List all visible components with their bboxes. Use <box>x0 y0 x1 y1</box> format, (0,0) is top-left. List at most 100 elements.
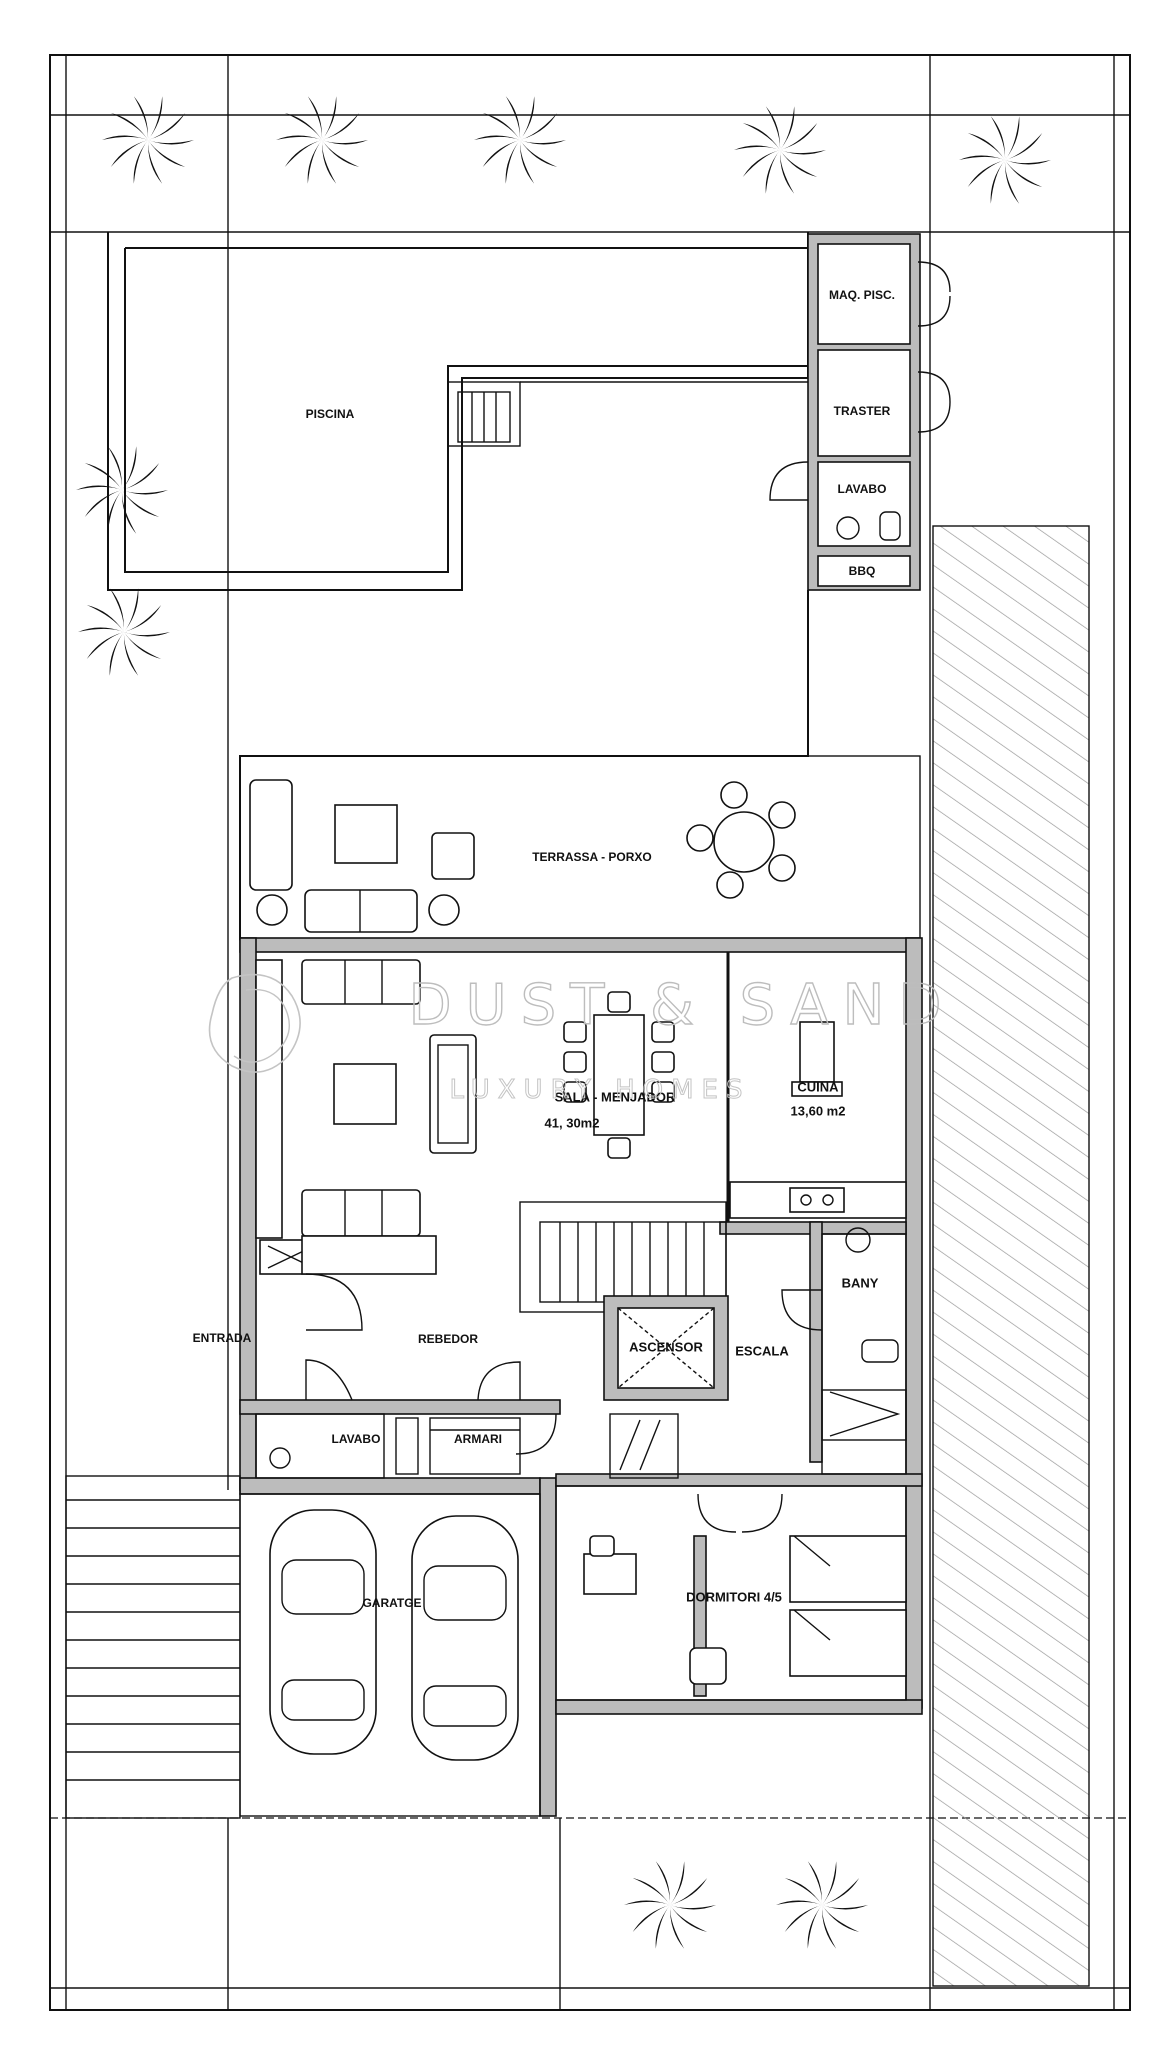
palm-frond <box>822 1878 860 1905</box>
palm-frond <box>765 150 780 194</box>
cuina-area: 13,60 m2 <box>791 1103 846 1118</box>
palm-frond <box>519 140 535 184</box>
palm-frond <box>147 140 163 184</box>
palm-frond <box>133 140 148 184</box>
palm-frond <box>822 1861 837 1905</box>
palm-frond <box>520 113 558 140</box>
palm-frond <box>655 1861 671 1905</box>
armari-label: ARMARI <box>454 1432 502 1446</box>
sala-area: 41, 30m2 <box>545 1115 600 1130</box>
palm-frond <box>78 627 124 632</box>
palm-frond <box>734 145 780 150</box>
palm-frond <box>765 106 781 150</box>
palm-frond <box>133 96 149 140</box>
garatge-label: GARATGE <box>362 1596 421 1610</box>
living-dining <box>301 952 730 1275</box>
palm-frond <box>284 140 322 167</box>
palm-frond <box>122 490 168 495</box>
palm-frond <box>110 140 148 167</box>
palm-frond <box>776 1900 822 1905</box>
palm-tree-icon <box>474 96 566 184</box>
palm-frond <box>990 160 1005 204</box>
palm-frond <box>1005 133 1043 160</box>
palm-tree-icon <box>624 1861 716 1949</box>
palm-frond <box>669 1905 685 1949</box>
stairs <box>519 1201 727 1313</box>
palm-frond <box>520 96 535 140</box>
ascensor-label: ASCENSOR <box>629 1339 703 1354</box>
car-icon <box>269 1509 377 1755</box>
rebedor-label: REBEDOR <box>418 1332 478 1346</box>
palm-frond <box>967 160 1005 187</box>
palm-frond <box>102 135 148 140</box>
palm-tree-icon <box>959 116 1051 204</box>
palm-frond <box>520 140 566 145</box>
palm-frond <box>107 446 123 490</box>
entrance <box>305 1273 557 1455</box>
terrace <box>239 755 921 941</box>
kitchen <box>729 1021 907 1219</box>
palm-frond <box>959 155 1005 160</box>
car-icon <box>411 1515 519 1761</box>
palm-frond <box>505 96 521 140</box>
palm-tree-icon <box>76 446 168 534</box>
palm-frond <box>670 1861 685 1905</box>
palm-frond <box>632 1905 670 1932</box>
palm-frond <box>307 96 323 140</box>
palm-frond <box>780 106 795 150</box>
palm-frond <box>84 490 122 517</box>
palm-frond <box>307 140 322 184</box>
palm-frond <box>321 140 337 184</box>
palm-frond <box>670 1905 716 1910</box>
sala-label: SALA - MENJADOR <box>555 1089 676 1104</box>
palm-frond <box>123 632 139 676</box>
site-boundary <box>49 54 1131 2011</box>
palm-frond <box>807 1905 822 1949</box>
entrada-label: ENTRADA <box>193 1331 252 1345</box>
palm-frond <box>505 140 520 184</box>
maq-pisc-label: MAQ. PISC. <box>829 288 895 302</box>
palm-frond <box>822 1905 868 1910</box>
cuina-label: CUINA <box>797 1079 839 1094</box>
traster-label: TRASTER <box>834 404 891 418</box>
palm-tree-icon <box>276 96 368 184</box>
watermark: DUST & SAND LUXURY HOMES <box>208 972 955 1106</box>
palm-frond <box>990 116 1006 160</box>
lavabo-label: LAVABO <box>332 1432 381 1446</box>
palm-frond <box>122 446 137 490</box>
palm-frond <box>474 135 520 140</box>
palm-frond <box>1004 160 1020 204</box>
palm-frond <box>124 588 139 632</box>
palm-tree-icon <box>776 1861 868 1949</box>
palm-tree-icon <box>102 96 194 184</box>
lavabo-armari <box>255 1413 679 1479</box>
bathroom <box>781 1227 907 1475</box>
dormitori-label: DORMITORI 4/5 <box>686 1589 782 1604</box>
palm-frond <box>821 1905 837 1949</box>
palm-frond <box>1005 160 1051 165</box>
terrace-label: TERRASSA - PORXO <box>532 850 652 864</box>
palm-frond <box>86 632 124 659</box>
bany-label: BANY <box>842 1275 879 1290</box>
garage <box>65 1475 541 1819</box>
palm-frond <box>107 490 122 534</box>
palm-frond <box>122 463 160 490</box>
service-rooms <box>769 233 951 591</box>
escala-label: ESCALA <box>735 1343 789 1358</box>
bbq-label: BBQ <box>849 564 876 578</box>
palm-frond <box>109 588 125 632</box>
palm-frond <box>1005 116 1020 160</box>
palm-frond <box>76 485 122 490</box>
watermark-tagline: LUXURY HOMES <box>450 1075 751 1105</box>
palm-frond <box>322 96 337 140</box>
palm-frond <box>148 96 163 140</box>
pool <box>107 232 809 591</box>
elevator <box>603 1295 729 1401</box>
palm-frond <box>624 1900 670 1905</box>
palm-frond <box>780 123 818 150</box>
pool-label: PISCINA <box>306 407 355 421</box>
house-walls <box>239 937 923 1817</box>
watermark-brand: DUST & SAND <box>408 973 955 1038</box>
palm-frond <box>124 605 162 632</box>
